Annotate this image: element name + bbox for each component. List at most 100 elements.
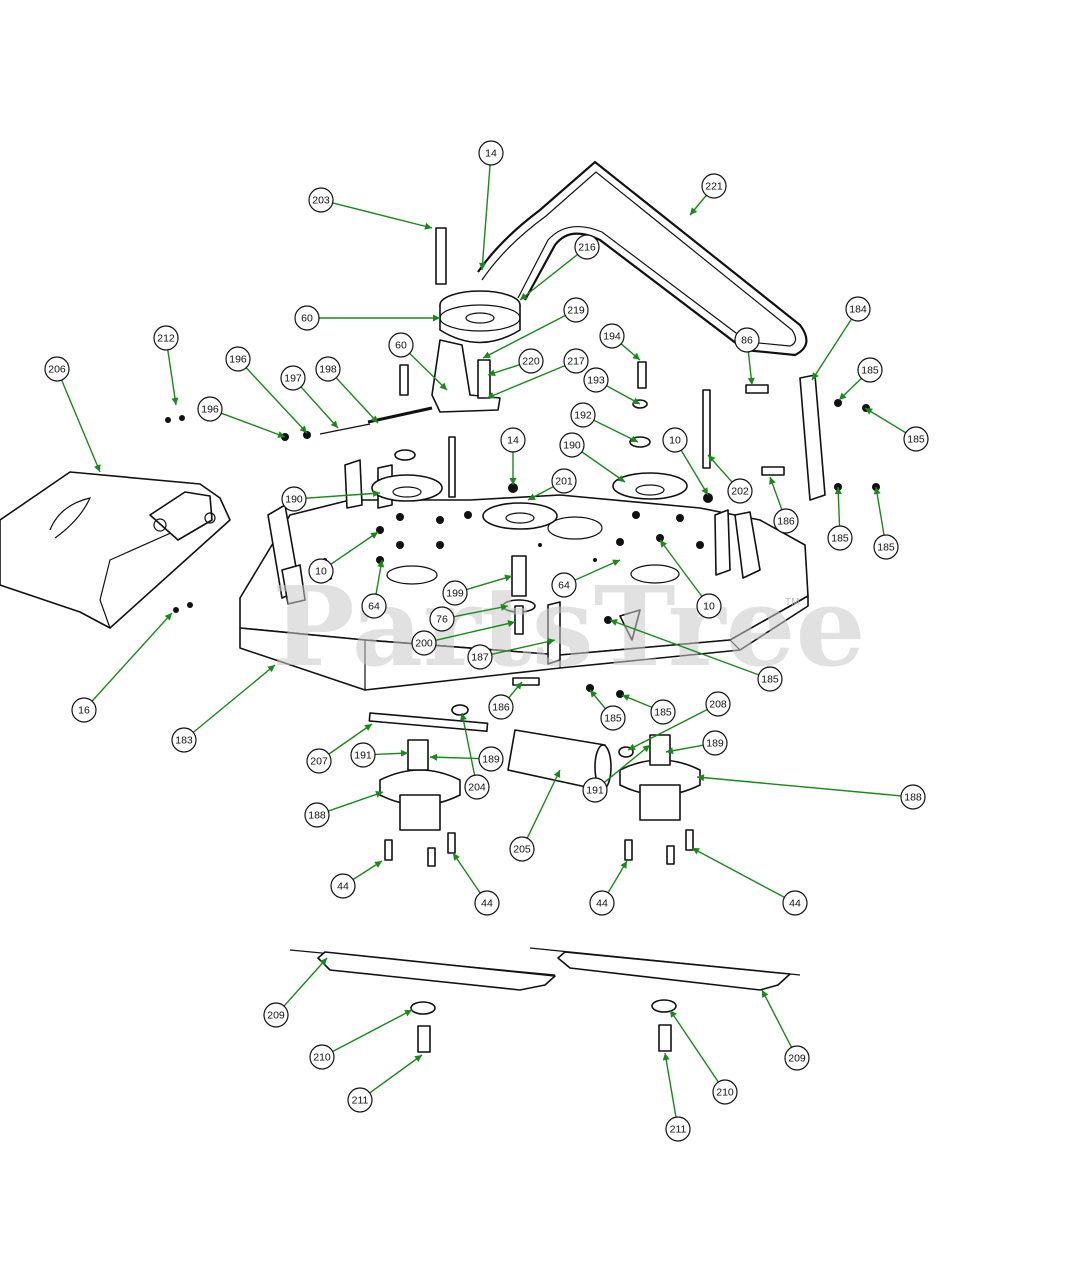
callout-186[interactable]: 186 (773, 508, 799, 534)
leader-arrowhead-209 (319, 958, 327, 966)
callout-14[interactable]: 14 (478, 140, 504, 166)
callout-196[interactable]: 196 (197, 396, 223, 422)
callout-60[interactable]: 60 (294, 305, 320, 331)
callout-185[interactable]: 185 (600, 705, 626, 731)
callout-187[interactable]: 187 (467, 644, 493, 670)
callout-circle (665, 1116, 691, 1142)
callout-circle (478, 746, 504, 772)
callout-label: 185 (654, 707, 672, 719)
callout-207[interactable]: 207 (306, 748, 332, 774)
callout-217[interactable]: 217 (563, 348, 589, 374)
callout-192[interactable]: 192 (570, 402, 596, 428)
callout-194[interactable]: 194 (599, 323, 625, 349)
callout-44[interactable]: 44 (782, 890, 808, 916)
leader-arrowhead-196 (277, 431, 285, 438)
callout-211[interactable]: 211 (347, 1087, 373, 1113)
callout-208[interactable]: 208 (705, 691, 731, 717)
callout-10[interactable]: 10 (696, 593, 722, 619)
callout-60[interactable]: 60 (388, 332, 414, 358)
callout-199[interactable]: 199 (442, 580, 468, 606)
callout-label: 217 (567, 356, 585, 368)
leader-arrowhead-207 (364, 724, 372, 731)
callout-197[interactable]: 197 (280, 365, 306, 391)
leader-arrowhead-185 (590, 690, 598, 698)
callout-label: 191 (586, 785, 604, 797)
callout-216[interactable]: 216 (574, 234, 600, 260)
callout-191[interactable]: 191 (582, 777, 608, 803)
callout-10[interactable]: 10 (308, 558, 334, 584)
leader-arrowhead-86 (747, 377, 755, 385)
leader-line-190 (581, 451, 626, 483)
callout-201[interactable]: 201 (551, 468, 577, 494)
callout-212[interactable]: 212 (153, 325, 179, 351)
callout-16[interactable]: 16 (71, 697, 97, 723)
callout-196[interactable]: 196 (225, 346, 251, 372)
callout-206[interactable]: 206 (44, 356, 70, 382)
callout-204[interactable]: 204 (464, 774, 490, 800)
callout-64[interactable]: 64 (551, 572, 577, 598)
callout-200[interactable]: 200 (411, 630, 437, 656)
leader-arrowhead-209 (762, 990, 769, 998)
leader-arrowhead-202 (708, 455, 716, 463)
callout-202[interactable]: 202 (727, 478, 753, 504)
callout-185[interactable]: 185 (873, 534, 899, 560)
callout-189[interactable]: 189 (478, 746, 504, 772)
callout-219[interactable]: 219 (563, 297, 589, 323)
callout-190[interactable]: 190 (559, 432, 585, 458)
callout-184[interactable]: 184 (845, 296, 871, 322)
callout-185[interactable]: 185 (857, 357, 883, 383)
callout-221[interactable]: 221 (701, 173, 727, 199)
leader-arrowhead-44 (374, 861, 382, 868)
leader-arrowhead-185 (865, 408, 873, 415)
leader-arrowhead-10 (660, 540, 667, 548)
callout-209[interactable]: 209 (263, 1002, 289, 1028)
leader-line-197 (300, 386, 339, 429)
callout-188[interactable]: 188 (304, 802, 330, 828)
callout-198[interactable]: 198 (315, 356, 341, 382)
callout-circle (827, 525, 853, 551)
leader-line-16 (91, 612, 173, 702)
leader-line-205 (526, 769, 561, 839)
leader-line-212 (167, 349, 177, 406)
callout-190[interactable]: 190 (281, 486, 307, 512)
callout-186[interactable]: 186 (488, 694, 514, 720)
callout-44[interactable]: 44 (330, 873, 356, 899)
callout-circle (600, 705, 626, 731)
callout-189[interactable]: 189 (702, 730, 728, 756)
callout-10[interactable]: 10 (662, 427, 688, 453)
callout-76[interactable]: 76 (429, 606, 455, 632)
callout-203[interactable]: 203 (308, 187, 334, 213)
callout-211[interactable]: 211 (665, 1116, 691, 1142)
callout-14[interactable]: 14 (500, 427, 526, 453)
leader-line-185 (609, 619, 759, 676)
leader-arrowhead-185 (610, 619, 618, 626)
callout-188[interactable]: 188 (900, 784, 926, 810)
callout-44[interactable]: 44 (589, 890, 615, 916)
callout-185[interactable]: 185 (650, 699, 676, 725)
callout-64[interactable]: 64 (361, 593, 387, 619)
leader-arrowhead-60 (433, 314, 440, 322)
callout-label: 197 (284, 373, 302, 385)
callout-185[interactable]: 185 (827, 525, 853, 551)
callout-185[interactable]: 185 (903, 426, 929, 452)
callout-210[interactable]: 210 (712, 1079, 738, 1105)
leader-line-211 (664, 1052, 677, 1118)
callout-label: 219 (567, 305, 585, 317)
callout-183[interactable]: 183 (171, 727, 197, 753)
callout-220[interactable]: 220 (518, 348, 544, 374)
callout-86[interactable]: 86 (734, 327, 760, 353)
callout-label: 86 (741, 335, 753, 347)
callout-label: 186 (492, 702, 510, 714)
callout-210[interactable]: 210 (309, 1044, 335, 1070)
callout-circle (702, 730, 728, 756)
callout-185[interactable]: 185 (757, 666, 783, 692)
callout-44[interactable]: 44 (474, 890, 500, 916)
leader-arrowhead-204 (459, 713, 467, 721)
callout-205[interactable]: 205 (509, 836, 535, 862)
callout-193[interactable]: 193 (583, 367, 609, 393)
callout-191[interactable]: 191 (350, 742, 376, 768)
callout-209[interactable]: 209 (784, 1045, 810, 1071)
callout-label: 44 (337, 881, 349, 893)
leader-arrowhead-188 (375, 790, 383, 798)
callout-label: 212 (157, 333, 175, 345)
